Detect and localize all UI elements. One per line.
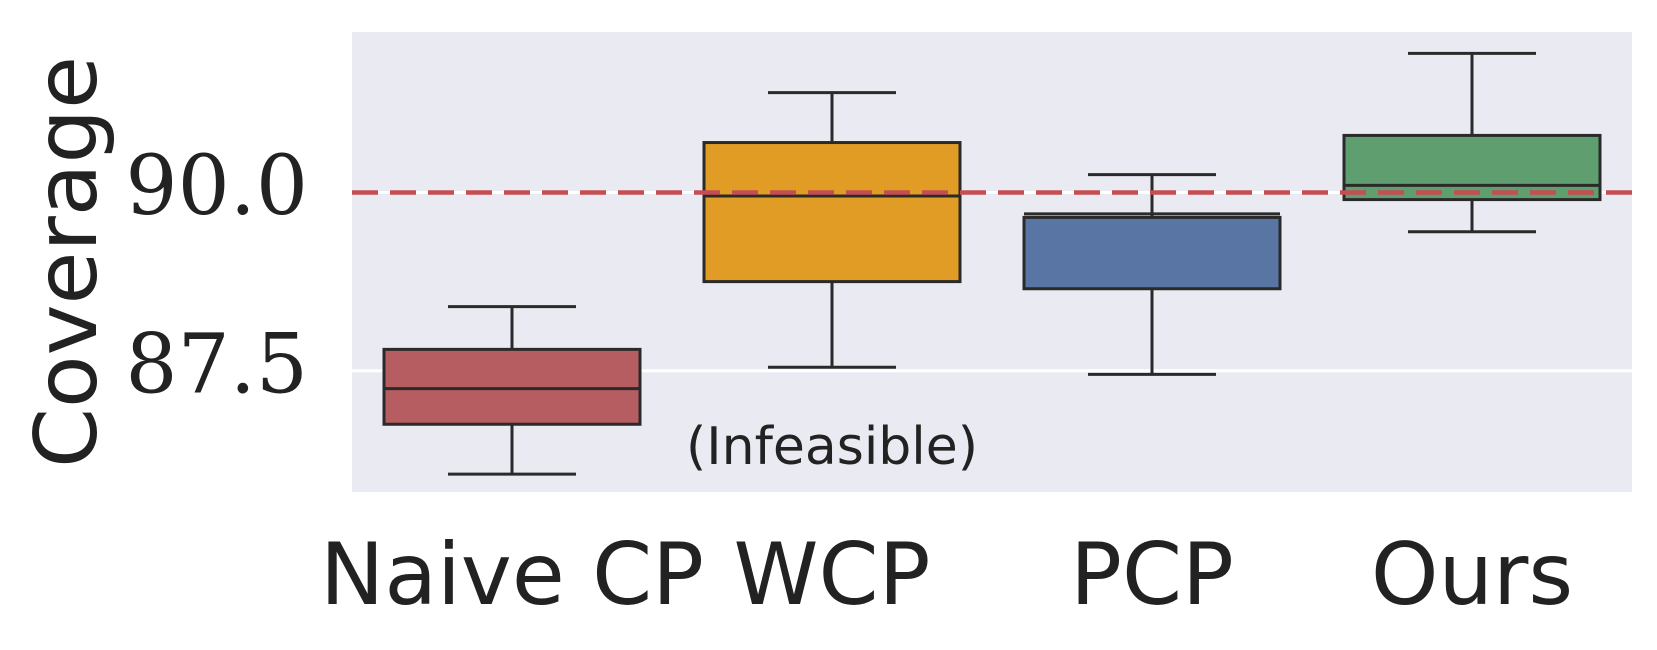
annotations-layer: (Infeasible) [686, 417, 978, 477]
iqr-box [1022, 215, 1282, 291]
boxes-layer [382, 51, 1602, 476]
x-tick-label-0: Naive CP [320, 525, 704, 625]
y-tick-label-0: 87.5 [125, 317, 308, 412]
box-pcp [1022, 173, 1282, 376]
box-ours [1342, 51, 1602, 234]
iqr-box [702, 141, 962, 284]
y-tick-labels: 87.5 90.0 [125, 139, 308, 412]
x-tick-labels: Naive CP WCP PCP Ours [320, 525, 1573, 625]
y-axis-label: Coverage [17, 56, 117, 468]
iqr-box [382, 347, 642, 426]
iqr-box [1342, 133, 1602, 202]
annotation-infeasible: (Infeasible) [686, 417, 978, 477]
x-tick-label-2: PCP [1070, 525, 1234, 625]
x-tick-label-1: WCP [734, 525, 931, 625]
box-naive-cp [382, 305, 642, 476]
x-tick-label-3: Ours [1371, 525, 1573, 625]
box-wcp [702, 91, 962, 369]
y-tick-label-1: 90.0 [125, 139, 308, 234]
